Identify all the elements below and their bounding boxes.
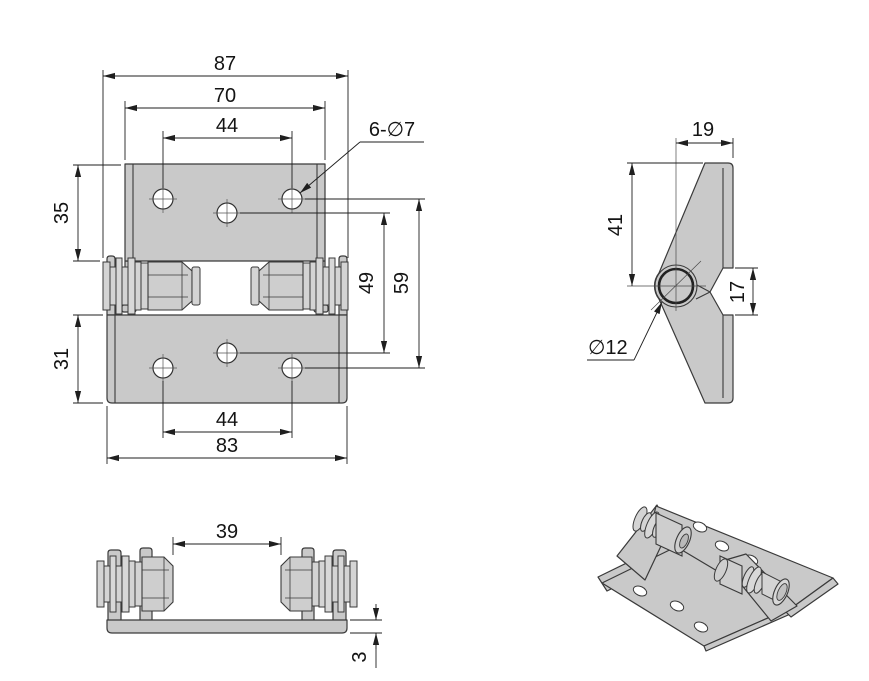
- dim-mid-hole-spacing: 49: [356, 272, 378, 294]
- dim-outer-hole-spacing: 59: [391, 272, 413, 294]
- dim-top-hole-span: 44: [216, 115, 238, 137]
- pin-callout: ∅12: [588, 337, 628, 359]
- dim-upper-height: 41: [605, 214, 627, 236]
- iso-right-bolt: [713, 555, 790, 606]
- pivot-bolt-left: [102, 257, 201, 315]
- dim-top-leaf-width: 70: [214, 85, 236, 107]
- iso-hole: [693, 621, 709, 633]
- bottom-leaf-bend-lines: [114, 315, 340, 403]
- dim-bottom-leaf-height: 31: [51, 348, 73, 370]
- isometric-view: [597, 504, 839, 652]
- iso-left-bolt: [632, 506, 692, 557]
- dim-overall-width: 87: [214, 53, 236, 75]
- dim-bottom-hole-span: 44: [216, 409, 238, 431]
- leaf-plate-edge-on: [106, 619, 348, 634]
- front-dimensions: 87 70 44 6-∅7 35 31 49 59 44 83: [51, 53, 425, 464]
- front-view: 87 70 44 6-∅7 35 31 49 59 44 83: [51, 53, 425, 464]
- side-detail-lines: [695, 168, 724, 398]
- dim-top-leaf-height: 35: [51, 202, 73, 224]
- pivot-bolt-right: [250, 257, 349, 315]
- dim-pin-offset: 19: [692, 119, 714, 141]
- iso-hole: [632, 585, 648, 597]
- top-leaf-bend-lines: [132, 164, 318, 261]
- iso-upper-plate-lip: [785, 577, 839, 618]
- iso-hole: [669, 600, 685, 612]
- bottom-dimensions: 39 3: [172, 521, 382, 668]
- side-view: 19 41 17 ∅12: [587, 119, 758, 404]
- dim-inner-span: 39: [216, 521, 238, 543]
- dim-bottom-leaf-width: 83: [216, 435, 238, 457]
- dim-leaf-gap: 17: [727, 281, 749, 303]
- iso-hole: [714, 540, 730, 552]
- iso-hole: [692, 521, 708, 533]
- side-dimensions: 19 41 17 ∅12: [587, 119, 758, 361]
- dim-plate-thickness: 3: [349, 651, 371, 662]
- bottom-view: 39 3: [96, 521, 382, 668]
- hole-callout: 6-∅7: [369, 119, 415, 141]
